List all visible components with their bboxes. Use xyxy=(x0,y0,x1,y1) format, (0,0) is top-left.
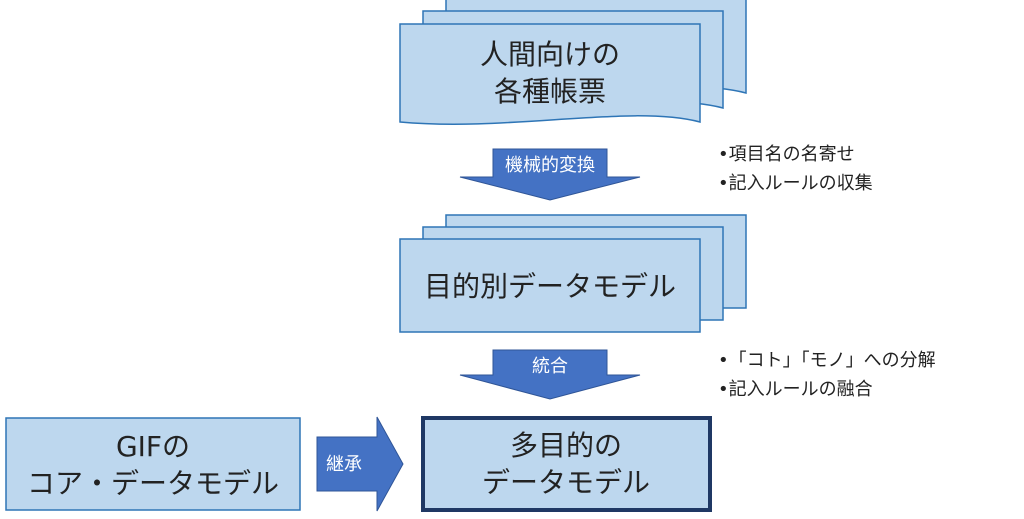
human-forms-line1: 人間向けの xyxy=(480,38,620,71)
multi-purpose-line1: 多目的の xyxy=(510,429,622,462)
purpose-models-label: 目的別データモデル xyxy=(424,270,676,303)
integration-note-item-1: •「コト」「モノ」への分解 xyxy=(718,350,936,371)
purpose-model-front xyxy=(399,238,701,333)
integration-label: 統合 xyxy=(532,356,568,377)
multi-purpose-model-box: 多目的の データモデル xyxy=(421,416,712,512)
integration-arrow: 統合 xyxy=(459,349,641,400)
human-forms-line2: 各種帳票 xyxy=(494,75,606,108)
gif-core-line1: GIFの xyxy=(116,430,190,463)
inheritance-label: 継承 xyxy=(326,454,362,475)
conversion-note-item-2: •記入ルールの収集 xyxy=(718,173,873,194)
inheritance-arrow: 継承 xyxy=(316,416,404,512)
multi-purpose-line2: データモデル xyxy=(482,466,650,499)
mechanical-conversion-label: 機械的変換 xyxy=(505,155,595,176)
document-front xyxy=(399,23,701,125)
conversion-note-item-1: •項目名の名寄せ xyxy=(718,144,855,165)
human-forms-document-stack: 人間向けの 各種帳票 xyxy=(399,0,747,125)
integration-note-item-2: •記入ルールの融合 xyxy=(718,379,873,400)
purpose-models-stack: 目的別データモデル xyxy=(399,214,747,333)
gif-core-model-box: GIFの コア・データモデル xyxy=(5,417,301,511)
mechanical-conversion-arrow: 機械的変換 xyxy=(459,148,641,201)
gif-core-line2: コア・データモデル xyxy=(27,467,279,500)
